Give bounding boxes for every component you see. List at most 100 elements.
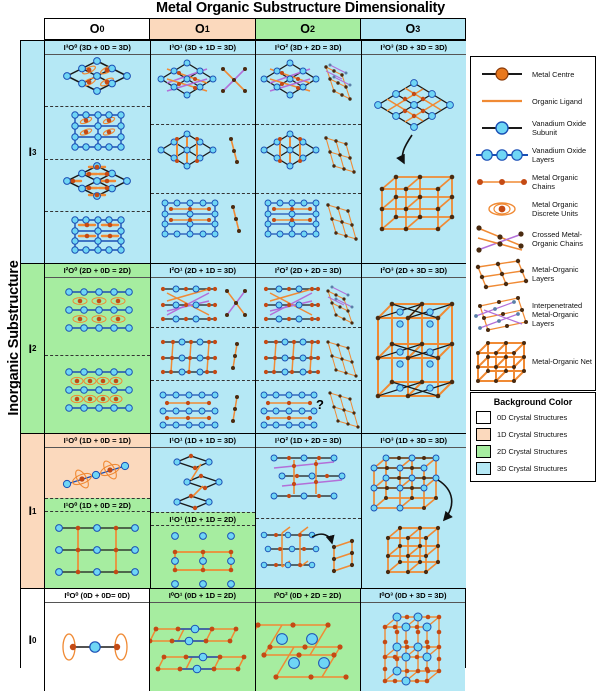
matrix-row-i2-cells: I²O⁰ (2D + 0D = 2D)	[45, 264, 466, 433]
cell-i1o1-body: I¹O¹ (1D + 1D = 2D)	[150, 448, 256, 588]
cell-i1o2[interactable]: I¹O² (1D + 2D = 3D)	[256, 434, 362, 588]
vanadium-oxide-layers-icon	[474, 143, 530, 167]
symbol-legend-panel: Metal Centre Organic Ligand Vanadium Oxi…	[470, 56, 596, 391]
cell-i0o1-label: I⁰O¹ (0D + 1D = 2D)	[150, 589, 255, 603]
cell-i3o1-panel-3	[150, 193, 255, 263]
row-label-i0-text: I	[28, 633, 32, 647]
cell-i3o1[interactable]: I³O¹ (3D + 1D = 3D)	[150, 41, 256, 263]
background-legend-label-2d: 2D Crystal Structures	[497, 447, 568, 456]
cell-i0o2[interactable]: I⁰O² (0D + 2D = 2D)	[255, 589, 361, 691]
cell-i2o2-panel-1	[256, 278, 361, 327]
cell-i2o2-panel-3: ?	[256, 380, 361, 433]
cell-i3o1-label: I³O¹ (3D + 1D = 3D)	[150, 41, 255, 55]
legend-label-metal-organic-chains: Metal Organic Chains	[532, 173, 579, 191]
cell-i1o1-panel-1	[151, 448, 256, 512]
legend-item-crossed-metal-organic-chains: Crossed Metal-Organic Chains	[474, 224, 592, 254]
cell-i0o3[interactable]: I⁰O³ (0D + 3D = 3D)	[360, 589, 465, 691]
cell-i2o0[interactable]: I²O⁰ (2D + 0D = 2D)	[45, 264, 151, 433]
swatch-3d-icon	[476, 462, 491, 475]
cell-i1o3-body	[362, 448, 467, 588]
cell-i1o2-panel-1	[256, 448, 361, 518]
background-legend-title: Background Color	[493, 397, 573, 407]
cell-i0o0-label: I⁰O⁰ (0D + 0D= 0D)	[45, 589, 150, 603]
cell-i1o2-label: I¹O² (1D + 2D = 3D)	[256, 434, 361, 448]
cell-i2o2-label: I²O² (2D + 2D = 3D)	[256, 264, 361, 278]
layers-with-organic-layer-stack-diagram	[264, 338, 358, 378]
cell-i3o0-label: I³O⁰ (3D + 0D = 3D)	[45, 41, 150, 55]
organic-ligand-icon	[474, 89, 530, 113]
column-header-o2-sup: 2	[309, 24, 315, 34]
legend-label-vanadium-oxide-layers: Vanadium Oxide Layers	[532, 146, 587, 164]
layers-in-net-diagram	[375, 301, 454, 399]
cell-i3o0-body	[45, 55, 150, 263]
vanadium-oxide-layer-with-ligands-diagram	[63, 57, 132, 95]
vanadium-grid-with-organic-layer-diagram	[264, 199, 358, 242]
layer-with-parallel-chains-diagram	[157, 130, 239, 170]
vanadium-layers-discrete-rows-diagram	[65, 368, 134, 412]
cell-i1o3[interactable]: I¹O³ (1D + 3D = 3D)	[361, 434, 467, 588]
cell-i2o2-panel-2	[256, 327, 361, 380]
cell-i2o0-body	[45, 278, 150, 433]
zigzag-linked-chains-diagram	[173, 453, 223, 511]
matrix-row-i3-cells: I³O⁰ (3D + 0D = 3D)	[45, 41, 466, 263]
cell-i3o1-panel-2	[150, 123, 255, 194]
cell-i1o0-label: I¹O⁰ (1D + 0D = 1D)	[45, 434, 150, 448]
cell-i2o3[interactable]: I²O³ (2D + 3D = 3D)	[361, 264, 466, 433]
layers-with-vertical-chains-diagram	[160, 338, 239, 376]
cell-i3o1-panel-1	[151, 55, 256, 124]
cell-i1o1-label: I¹O¹ (1D + 1D = 3D)	[150, 434, 255, 448]
cell-i1o0-sublabel: I¹O⁰ (1D + 0D = 2D)	[45, 499, 150, 512]
matrix-row-i1-cells: I¹O⁰ (1D + 0D = 1D)	[45, 434, 466, 588]
cell-i0o0[interactable]: I⁰O⁰ (0D + 0D= 0D)	[45, 589, 151, 691]
cell-i3o0-panel-1	[45, 55, 150, 106]
cell-i1o1[interactable]: I¹O¹ (1D + 1D = 3D)	[150, 434, 256, 588]
cell-i2o1-label: I²O¹ (2D + 1D = 3D)	[150, 264, 255, 278]
cell-i0o1[interactable]: I⁰O¹ (0D + 1D = 2D)	[150, 589, 256, 691]
legend-label-vanadium-oxide-subunit: Vanadium Oxide Subunit	[532, 119, 587, 137]
legend-item-vanadium-oxide-subunit: Vanadium Oxide Subunit	[474, 116, 592, 140]
cell-i0o0-body	[45, 603, 149, 691]
cell-i2o2-body: ?	[256, 278, 361, 433]
cell-i0o2-body	[255, 603, 360, 691]
cell-i2o2[interactable]: I²O² (2D + 2D = 3D)	[256, 264, 362, 433]
legend-label-crossed-metal-organic-chains: Crossed Metal-Organic Chains	[532, 230, 583, 248]
metal-centre-icon	[474, 62, 530, 86]
chains-in-net-with-arrow-diagram	[370, 454, 453, 575]
layer-plus-net-diagram	[373, 79, 454, 232]
cell-i3o3-body	[362, 55, 467, 263]
cell-i1o1-sublabel: I¹O¹ (1D + 1D = 2D)	[150, 513, 255, 526]
legend-label-metal-organic-discrete-units: Metal Organic Discrete Units	[532, 200, 579, 218]
cell-i1o0-panel-1	[45, 448, 150, 498]
cell-i3o1-body	[150, 55, 256, 263]
single-chain-discrete-units-diagram	[63, 460, 130, 489]
cell-i1o2-panel-2	[256, 517, 361, 589]
cell-i3o2[interactable]: I³O² (3D + 2D = 3D)	[256, 41, 362, 263]
cell-i3o3-label: I³O³ (3D + 3D = 3D)	[361, 41, 466, 55]
cell-i3o3[interactable]: I³O³ (3D + 3D = 3D)	[361, 41, 467, 263]
discrete-units-in-layer-diagram	[150, 624, 247, 674]
background-color-legend-panel: Background Color 0D Crystal Structures 1…	[470, 392, 596, 482]
cell-i3o0[interactable]: I³O⁰ (3D + 0D = 3D)	[45, 41, 151, 263]
legend-item-metal-organic-net: Metal-Organic Net	[474, 337, 592, 385]
row-label-i0-sup: 0	[31, 635, 37, 645]
cell-i1o0[interactable]: I¹O⁰ (1D + 0D = 1D)	[45, 434, 151, 588]
cell-i2o1[interactable]: I²O¹ (2D + 1D = 3D)	[150, 264, 256, 433]
metal-organic-chains-icon	[474, 170, 530, 194]
legend-item-vanadium-oxide-layers: Vanadium Oxide Layers	[474, 143, 592, 167]
discrete-units-in-2d-organic-layer-diagram	[255, 622, 349, 680]
cell-i3o2-body	[256, 55, 361, 263]
legend-label-metal-organic-layers: Metal-Organic Layers	[532, 265, 579, 283]
cell-i1o0-body: I¹O⁰ (1D + 0D = 2D)	[45, 448, 150, 588]
cell-i3o0-panel-3	[45, 158, 150, 211]
cell-i3o0-panel-2	[45, 106, 150, 158]
discrete-molecular-unit-diagram	[62, 633, 128, 661]
metal-organic-discrete-units-icon	[474, 197, 530, 221]
column-header-o1-sup: 1	[204, 24, 210, 34]
vanadium-rows-with-chains-diagram	[159, 391, 239, 429]
